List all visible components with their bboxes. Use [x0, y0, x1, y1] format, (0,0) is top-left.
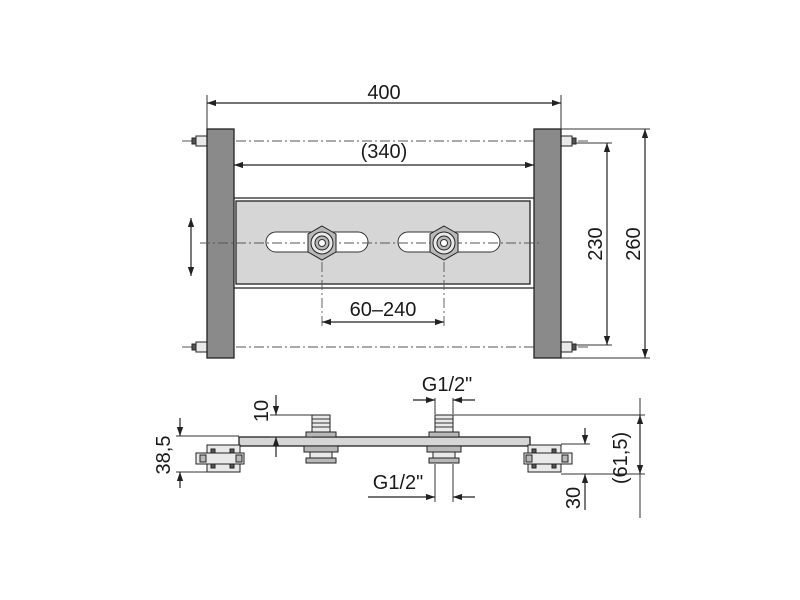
dim-outlet-spacing: 60–240 — [350, 299, 417, 321]
right-outlet-fitting — [429, 225, 459, 261]
dim-bottom-offset: 30 — [563, 487, 585, 509]
left-outlet-side — [303, 414, 339, 464]
dim-height-total: 260 — [623, 227, 645, 260]
dim-side-depth: 38,5 — [153, 436, 175, 475]
dim-thread-length: 10 — [251, 400, 273, 422]
dim-inner-width: (340) — [361, 141, 408, 163]
left-clamp — [195, 444, 245, 473]
dim-height-inner: 230 — [585, 227, 607, 260]
dim-total-width: 400 — [367, 82, 400, 104]
right-clamp — [523, 444, 573, 473]
dim-total-depth: (61,5) — [610, 432, 632, 484]
dim-thread-top: G1/2" — [422, 374, 472, 396]
post-bolts — [182, 135, 590, 353]
dim-thread-bottom: G1/2" — [373, 472, 423, 494]
side-base-plate — [238, 436, 531, 447]
right-post — [533, 128, 562, 359]
left-outlet-fitting — [307, 225, 337, 261]
side-view — [176, 395, 645, 518]
right-outlet-side — [426, 414, 462, 464]
front-view — [182, 95, 650, 359]
left-post — [206, 128, 235, 359]
